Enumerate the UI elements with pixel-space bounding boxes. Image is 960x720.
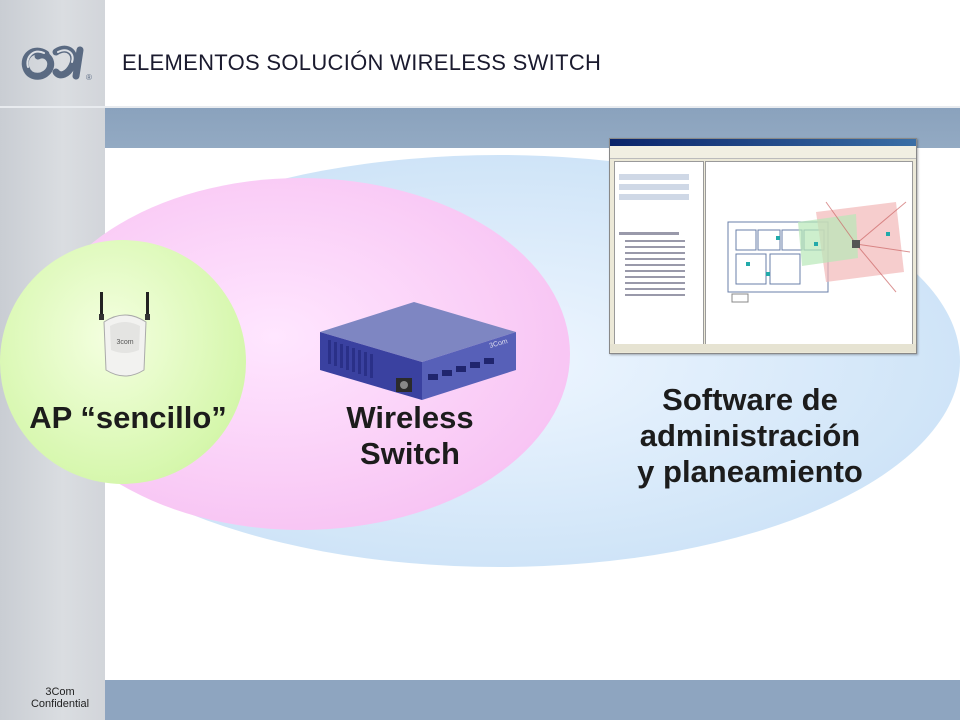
software-label-line2: administración [639, 418, 861, 453]
screenshot-floorplan [705, 161, 913, 347]
ap-label: AP “sencillo” [29, 400, 227, 435]
screenshot-toolbar [610, 146, 916, 159]
screenshot-statusbar [610, 344, 916, 352]
software-label: Software de administración y planeamient… [600, 382, 900, 490]
software-label-line3: y planeamiento [637, 454, 863, 489]
header-divider [0, 106, 960, 108]
3com-logo-icon: ® [21, 45, 92, 82]
footer-company: 3Com [45, 686, 75, 698]
screenshot-tree-panel [614, 161, 704, 347]
svg-text:3Com: 3Com [489, 338, 509, 350]
footer-band [105, 680, 960, 720]
footer-confidential-text: Confidential [30, 698, 90, 710]
svg-text:®: ® [86, 73, 92, 82]
access-point-icon: 3com [99, 292, 150, 377]
wireless-switch-icon: 3Com [320, 302, 516, 400]
switch-label-line2: Switch [360, 436, 460, 471]
switch-label-line1: Wireless [346, 400, 474, 435]
software-screenshot [609, 138, 917, 354]
ap-brand-text: 3com [116, 339, 133, 346]
switch-label: Wireless Switch [310, 400, 510, 472]
software-label-line1: Software de [662, 382, 838, 417]
footer-confidential: 3Com Confidential [20, 686, 100, 710]
slide-title: ELEMENTOS SOLUCIÓN WIRELESS SWITCH [122, 50, 602, 75]
screenshot-titlebar [610, 139, 916, 146]
